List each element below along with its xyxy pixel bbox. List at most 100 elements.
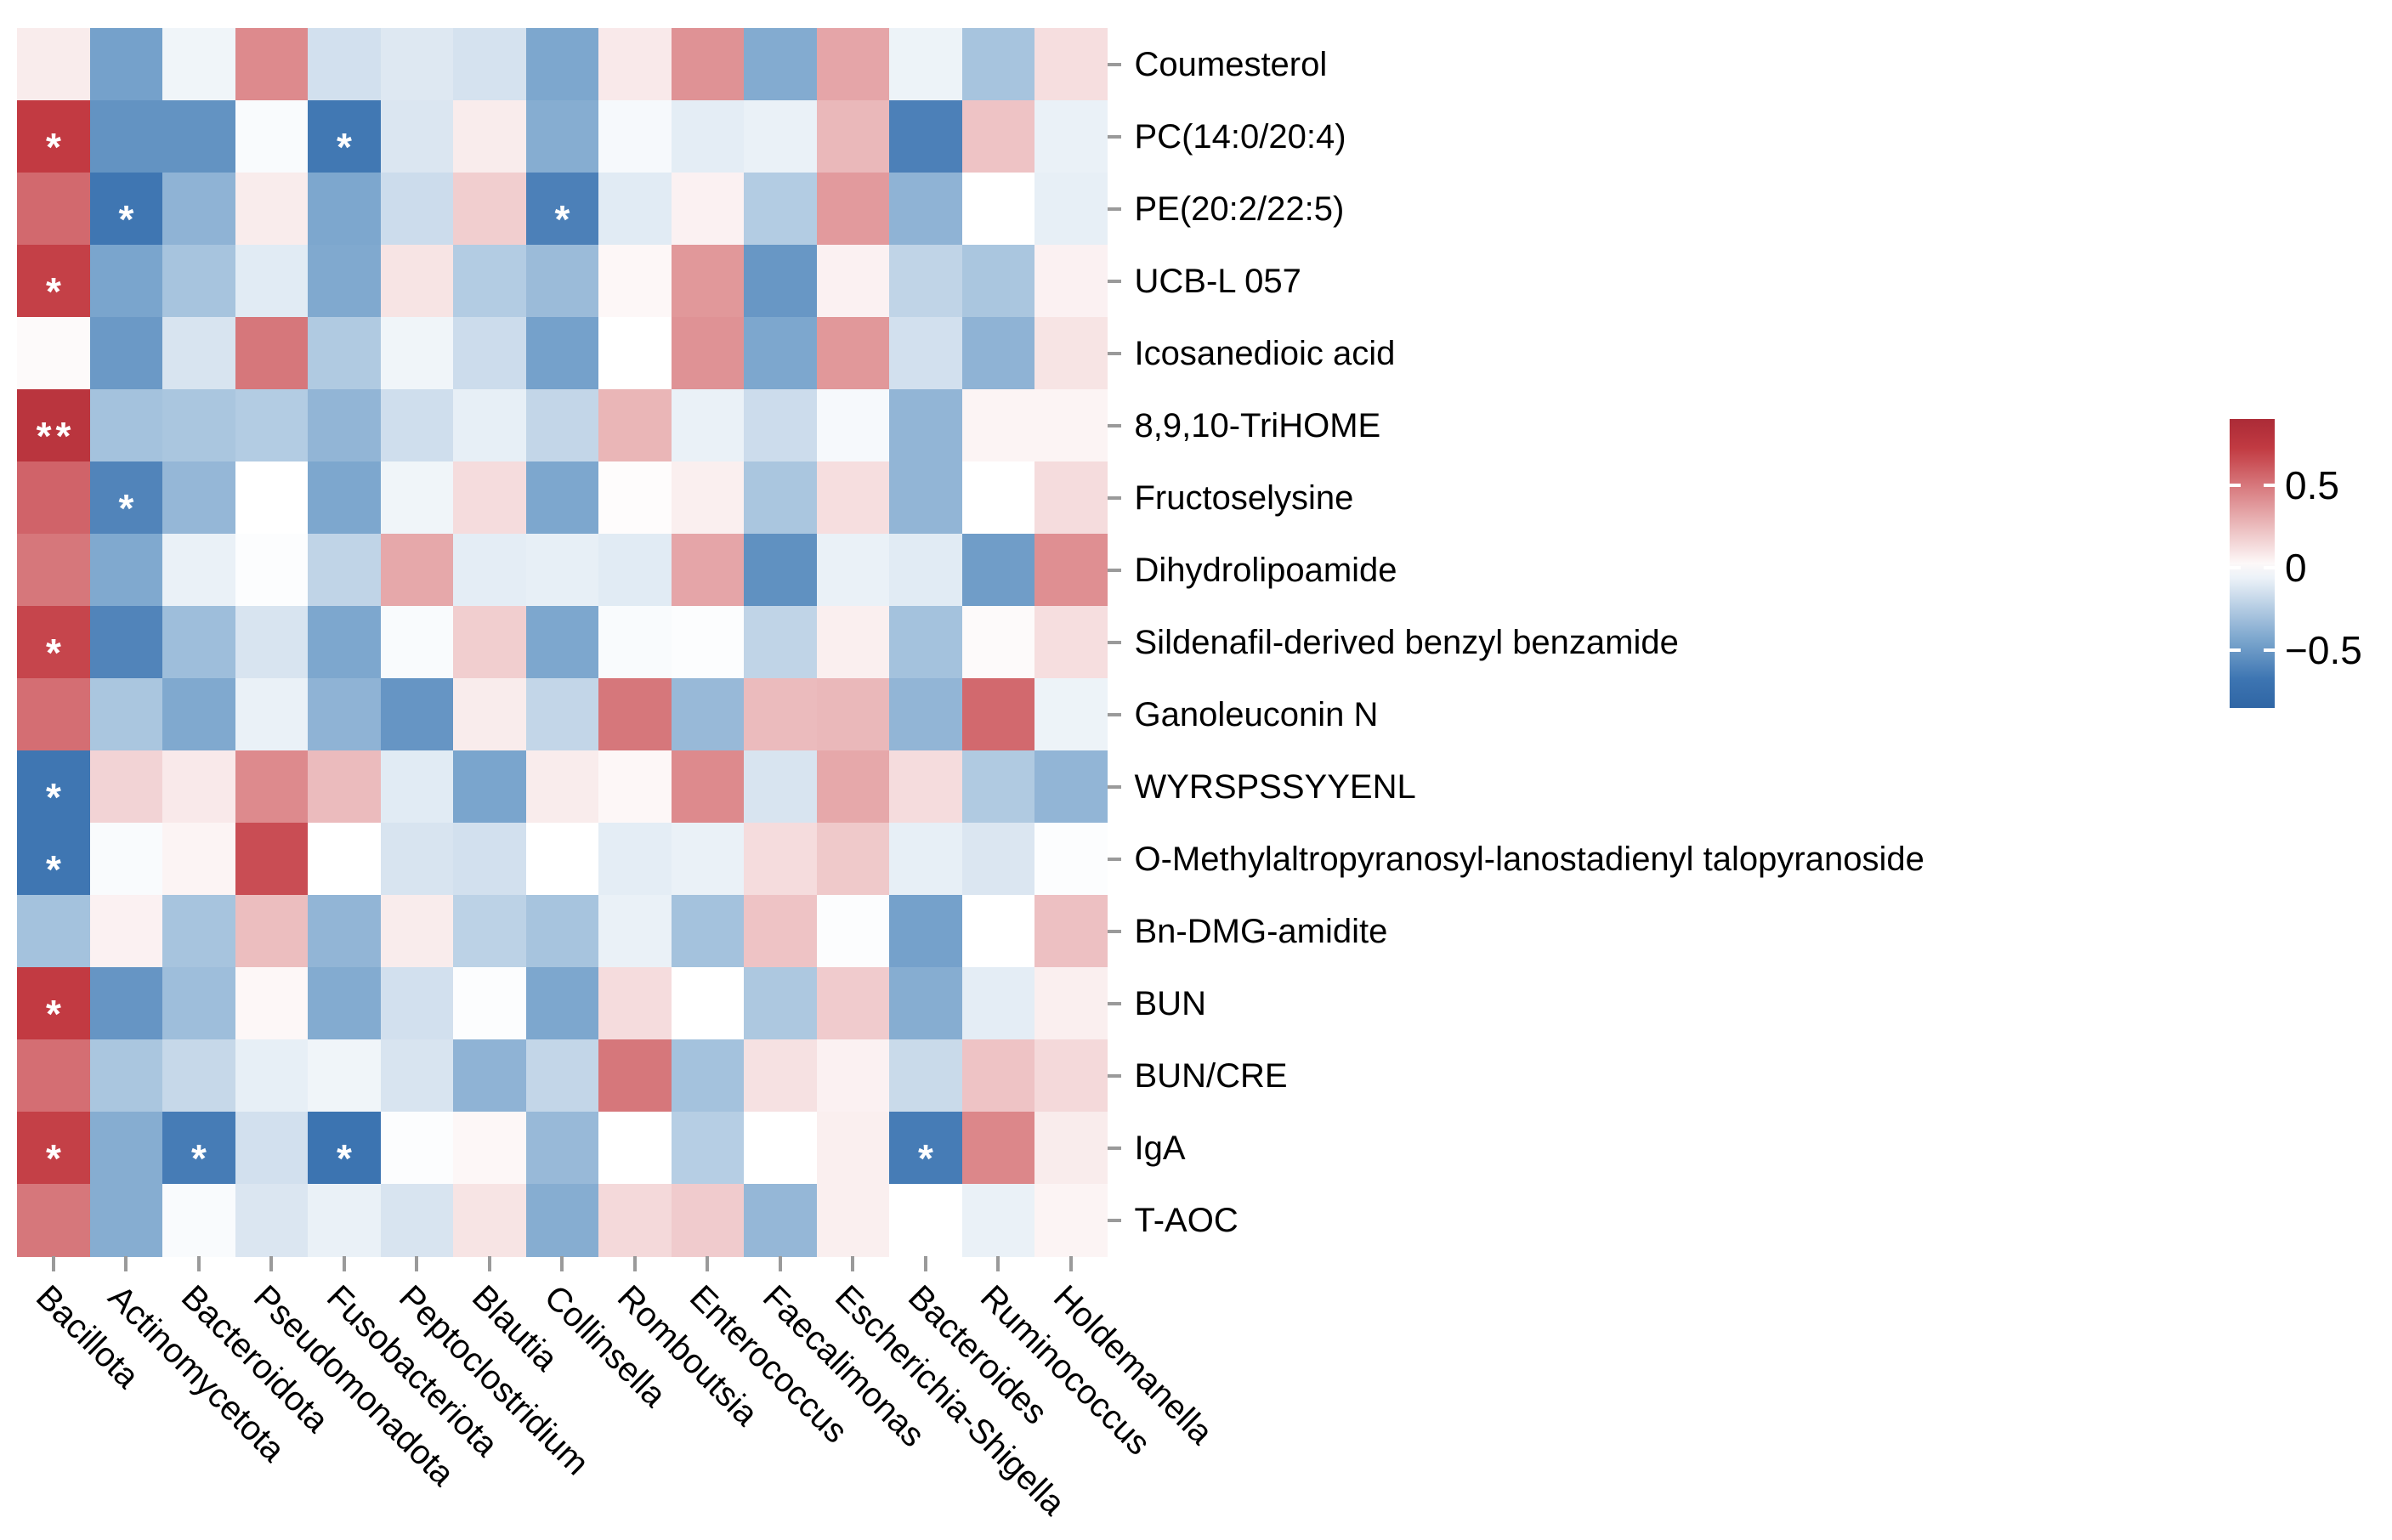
heatmap-cell: [671, 28, 745, 101]
heatmap-cell: [889, 750, 962, 824]
heatmap-cell: [961, 678, 1035, 751]
heatmap-cell: *: [308, 1112, 381, 1185]
heatmap-cell: [598, 823, 672, 896]
heatmap-cell: [889, 317, 962, 390]
heatmap-cell: [889, 461, 962, 535]
heatmap-cell: [961, 1039, 1035, 1113]
heatmap-cell: [816, 461, 890, 535]
significance-mark: *: [46, 269, 65, 314]
heatmap-cell: [89, 245, 163, 318]
row-label: Coumesterol: [1134, 45, 1328, 83]
heatmap-cell: [380, 173, 454, 246]
colorbar-tick: [2230, 565, 2241, 569]
heatmap-cell: [816, 317, 890, 390]
colorbar-tick: [2264, 483, 2275, 487]
heatmap-cell: [525, 317, 599, 390]
heatmap-cell: [380, 967, 454, 1040]
heatmap-cell: [889, 678, 962, 751]
colorbar-tick: [2230, 483, 2241, 487]
significance-mark: *: [337, 1135, 356, 1180]
heatmap-cell: [816, 678, 890, 751]
heatmap-cell: [162, 750, 235, 824]
y-axis-tick: [1107, 1001, 1121, 1005]
y-axis-tick: [1107, 1146, 1121, 1150]
heatmap-cell: [744, 606, 817, 679]
heatmap-cell: [17, 28, 90, 101]
heatmap-cell: [17, 1039, 90, 1113]
heatmap-cell: [744, 1112, 817, 1185]
row-label: Sildenafil-derived benzyl benzamide: [1134, 623, 1679, 661]
significance-mark: *: [46, 1135, 65, 1180]
heatmap-cell: [162, 1184, 235, 1257]
heatmap-cell: [671, 678, 745, 751]
heatmap-cell: [380, 606, 454, 679]
row-label: PE(20:2/22:5): [1134, 190, 1345, 228]
heatmap-cell: [816, 100, 890, 173]
heatmap-cell: [308, 895, 381, 968]
heatmap-cell: [961, 823, 1035, 896]
heatmap-cell: [744, 678, 817, 751]
heatmap-cell: **: [17, 389, 90, 462]
heatmap-cell: [453, 750, 526, 824]
heatmap-cell: [1034, 461, 1108, 535]
heatmap-cell: [453, 461, 526, 535]
heatmap-cell: [1034, 967, 1108, 1040]
heatmap-cell: [816, 1039, 890, 1113]
y-axis-tick: [1107, 207, 1121, 211]
heatmap-cell: [744, 173, 817, 246]
heatmap-cell: [671, 245, 745, 318]
heatmap-cell: [889, 967, 962, 1040]
heatmap-cell: [308, 173, 381, 246]
heatmap-cell: *: [17, 750, 90, 824]
heatmap-cell: [889, 823, 962, 896]
heatmap-cell: [308, 750, 381, 824]
y-axis-tick: [1107, 1218, 1121, 1222]
heatmap-cell: [525, 100, 599, 173]
heatmap-cell: [816, 1184, 890, 1257]
heatmap-cell: [671, 967, 745, 1040]
heatmap-cell: [235, 534, 309, 607]
heatmap-cell: [162, 173, 235, 246]
row-label: T-AOC: [1134, 1201, 1239, 1239]
heatmap-cell: [380, 895, 454, 968]
heatmap-cell: [380, 100, 454, 173]
heatmap-cell: [816, 606, 890, 679]
heatmap-cell: [308, 389, 381, 462]
y-axis-tick: [1107, 62, 1121, 66]
heatmap-cell: *: [17, 100, 90, 173]
row-label: BUN: [1134, 984, 1206, 1022]
heatmap-cell: [816, 534, 890, 607]
heatmap-cell: [235, 389, 309, 462]
significance-mark: **: [36, 413, 76, 458]
heatmap-cell: [162, 245, 235, 318]
row-label: IgA: [1134, 1129, 1186, 1167]
heatmap-cell: [598, 173, 672, 246]
heatmap-cell: [89, 534, 163, 607]
heatmap-cell: [598, 100, 672, 173]
heatmap-cell: [671, 1039, 745, 1113]
x-axis-tick: [851, 1256, 855, 1271]
heatmap-cell: [380, 534, 454, 607]
heatmap-cell: [889, 606, 962, 679]
heatmap-cell: [816, 173, 890, 246]
heatmap-cell: [308, 28, 381, 101]
heatmap-cell: [308, 1039, 381, 1113]
heatmap-cell: [744, 461, 817, 535]
heatmap-cell: [671, 389, 745, 462]
heatmap-cell: [744, 317, 817, 390]
x-axis-tick: [706, 1256, 710, 1271]
heatmap-cell: [671, 1112, 745, 1185]
heatmap-cell: [744, 967, 817, 1040]
heatmap-cell: [235, 100, 309, 173]
heatmap-cell: [453, 28, 526, 101]
x-axis-tick: [269, 1256, 274, 1271]
heatmap-cell: [453, 245, 526, 318]
heatmap-cell: *: [17, 606, 90, 679]
heatmap-cell: [1034, 1112, 1108, 1185]
heatmap-cell: [744, 534, 817, 607]
heatmap-cell: [961, 245, 1035, 318]
heatmap-cell: [235, 173, 309, 246]
heatmap-cell: *: [17, 967, 90, 1040]
colorbar-tick: [2264, 648, 2275, 652]
heatmap-cell: [89, 606, 163, 679]
